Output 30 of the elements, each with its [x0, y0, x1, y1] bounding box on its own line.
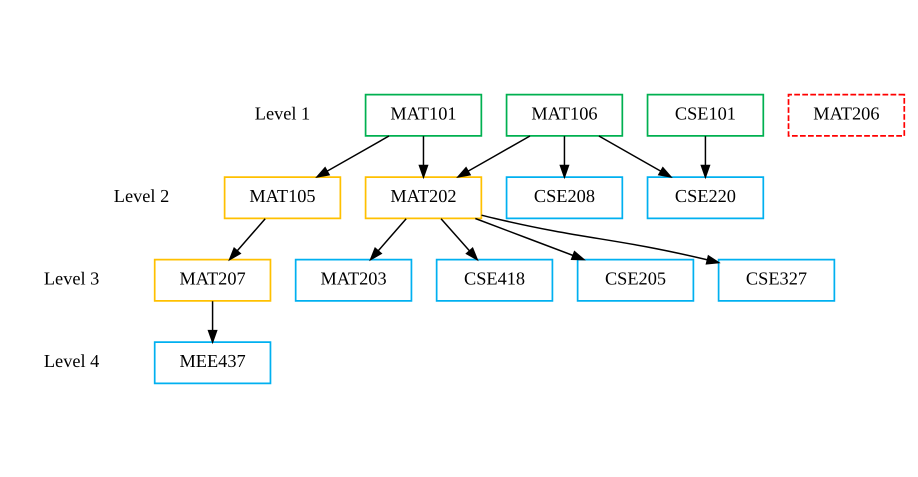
node-box: MAT105: [224, 176, 342, 219]
node-box: MAT203: [294, 258, 412, 302]
arrow: [418, 136, 429, 179]
node-box: CSE327: [718, 258, 836, 302]
label: Level 4: [44, 350, 100, 371]
arrow: [559, 136, 570, 179]
arrow: [369, 218, 407, 261]
arrow: [456, 134, 530, 178]
node-box: MAT207: [154, 258, 272, 302]
arrow: [598, 134, 673, 178]
node-box: CSE101: [646, 93, 764, 136]
node-box: CSE418: [436, 258, 554, 302]
label: Level 1: [254, 103, 310, 124]
node-box: CSE205: [576, 258, 694, 302]
label: Level 3: [44, 268, 100, 288]
node-box: MAT206: [788, 93, 906, 136]
arrow: [700, 136, 710, 179]
label: Level 2: [114, 186, 170, 206]
node-box: MAT106: [506, 93, 624, 136]
node-box: MAT202: [364, 176, 482, 219]
node-box: CSE208: [506, 176, 624, 219]
arrow: [475, 217, 586, 260]
arrow: [228, 218, 266, 261]
node-box: MAT101: [364, 93, 482, 136]
arrow: [315, 134, 390, 178]
node-box: CSE220: [646, 176, 764, 219]
arrow: [440, 218, 479, 261]
arrow: [481, 214, 721, 264]
arrow: [208, 300, 218, 344]
node-box: MEE437: [154, 340, 272, 384]
